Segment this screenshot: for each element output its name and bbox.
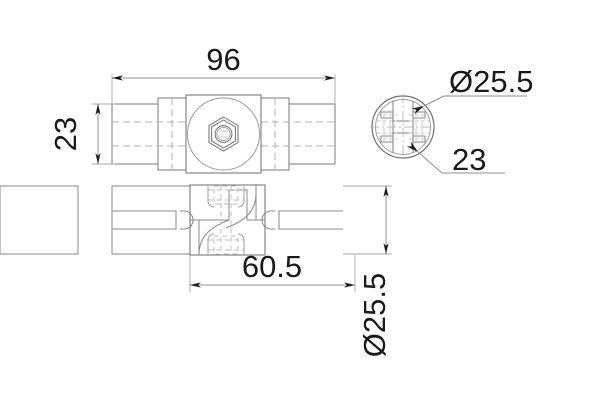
- top-view-hex-nut: [208, 116, 239, 152]
- leader-23-end-view: 23: [406, 141, 505, 177]
- dimension-23-top-label: 23: [48, 117, 83, 151]
- dimension-96: 96: [111, 42, 336, 104]
- top-view-socket-marks: [219, 130, 228, 138]
- dimension-23-end-label: 23: [452, 142, 486, 177]
- end-view-center-lines: [370, 94, 436, 160]
- top-view-left-tube: [111, 97, 187, 171]
- dimension-96-label: 96: [206, 42, 240, 77]
- leader-diameter-25-5: Ø25.5: [411, 64, 533, 115]
- front-view-hidden-bolt: [208, 185, 244, 255]
- front-view-group: [0, 184, 343, 256]
- top-view-right-hidden-lines: [261, 98, 335, 170]
- top-view-boss-circle: [187, 97, 260, 171]
- top-view-coupler-block: [185, 94, 262, 174]
- end-view-hidden-detail: [377, 110, 429, 144]
- dimension-diameter-25-5-front-label: Ø25.5: [357, 273, 392, 357]
- end-view-group: [370, 94, 436, 160]
- top-view-right-tube: [260, 97, 336, 171]
- dimension-diameter-25-5-front: Ø25.5: [343, 185, 392, 357]
- front-view-boss-arcs: [207, 186, 245, 255]
- top-view-left-hidden-lines: [112, 98, 186, 170]
- dimension-23-top-view: 23: [48, 103, 115, 165]
- front-view-left-arm: [111, 185, 194, 255]
- dimension-diameter-25-5-label: Ø25.5: [449, 64, 533, 99]
- front-view-center-body: [189, 184, 266, 256]
- dimension-60-5: 60.5: [189, 249, 356, 292]
- front-view-right-arm: [0, 185, 343, 255]
- dimension-60-5-label: 60.5: [242, 249, 302, 284]
- top-view-group: [111, 94, 336, 174]
